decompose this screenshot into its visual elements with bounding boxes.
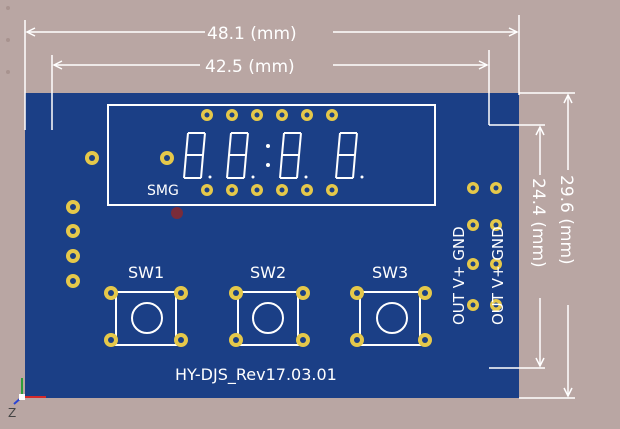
seven-segment-digits [183,132,358,179]
switch-sw2[interactable] [229,286,310,347]
digit-4 [335,132,358,179]
dimension-width-inner: 42.5 (mm) [205,57,295,77]
terminal-label-1: OUT V+ GND [450,226,468,325]
digit-1 [183,132,206,179]
terminal-pads-left-column [467,182,479,311]
digit-2 [226,132,249,179]
digit-3 [279,132,302,179]
display-dots [208,144,364,179]
smg-pad [160,151,174,165]
left-pad [85,151,99,165]
pcb-board[interactable] [25,93,519,398]
dimension-height-inner: 24.4 (mm) [528,178,548,268]
dimension-lines [24,15,575,399]
switch-sw3[interactable] [350,286,432,347]
display-pads-top [201,109,338,121]
switch-sw1[interactable] [104,286,188,347]
sw3-label: SW3 [372,263,408,282]
smg-label: SMG [147,183,179,199]
dimension-height-outer: 29.6 (mm) [556,175,576,265]
sw2-label: SW2 [250,263,286,282]
terminal-pads-right-column [490,182,502,311]
dimension-width-top: 48.1 (mm) [207,24,297,44]
axis-triad-icon [13,378,46,405]
revision-label: HY-DJS_Rev17.03.01 [175,365,337,385]
background-grid [6,6,10,74]
axis-z-label: Z [8,406,16,420]
left-header-pads [66,200,80,288]
display-pads-bottom [201,184,338,196]
terminal-label-2: OUT V+ GND [489,226,507,325]
display-outline [107,104,436,206]
indicator-led [171,207,183,219]
sw1-label: SW1 [128,263,164,282]
